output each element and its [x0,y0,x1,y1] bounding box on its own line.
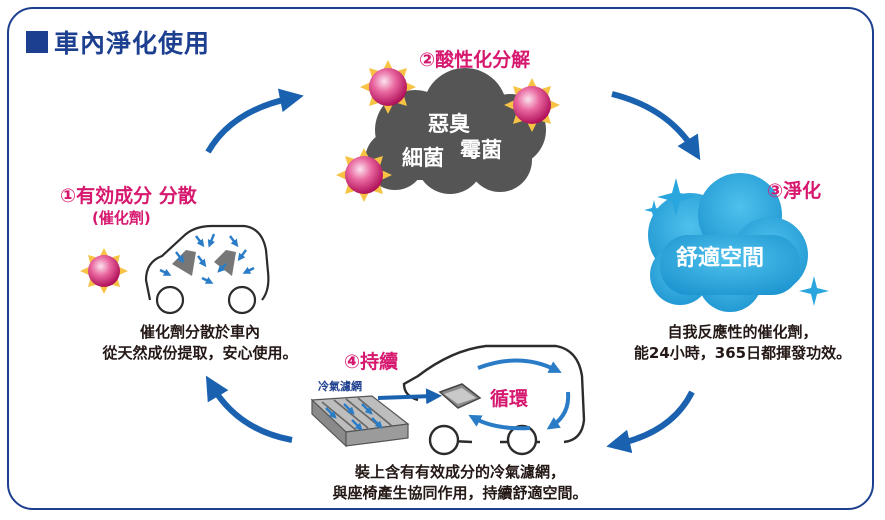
car-left-airflow [159,233,255,284]
sparkle-icon [644,178,829,306]
smell-cloud-mold: 霉菌 [460,138,502,162]
car-left-icon [144,224,270,315]
catalyst-ball-icon-c [336,148,392,202]
clean-cloud-text: 舒適空間 [676,246,765,271]
description-bottom-line-1: 裝上含有有效成分的冷氣濾網， [354,463,565,481]
title-square-icon [26,31,48,53]
clean-air-cloud-icon [648,173,808,312]
description-right-line-2: 能24小時，365日都揮發功效。 [633,344,852,362]
description-bottom: 裝上含有有效成分的冷氣濾網， 與座椅產生協同作用，持續舒適空間。 [300,462,620,504]
step-2-label: ②酸性化分解 [419,49,531,71]
diagram-frame [7,7,874,510]
description-left: 催化劑分散於車內 從天然成份提取，安心使用。 [70,322,330,364]
cycle-arrow-4 [205,375,293,443]
filter-vent-icon [438,383,482,409]
description-left-line-2: 從天然成份提取，安心使用。 [102,344,298,362]
step-4-label: ④持續 [344,351,399,373]
catalyst-ball-icon-a [360,60,416,114]
title-text: 車內淨化使用 [54,29,211,58]
car-right-icon [402,344,586,456]
filter-label: 冷氣濾網 [318,380,362,393]
circulation-label: 循環 [490,388,529,410]
filter-airflow [325,403,383,431]
cycle-arrow-1 [205,88,304,154]
filter-to-car-arrow [377,388,442,405]
description-left-line-1: 催化劑分散於車內 [139,323,260,341]
step-1-sublabel: (催化劑) [92,209,151,227]
catalyst-ball-icon-b [504,78,560,132]
catalyst-ball-icon-d [80,248,128,294]
smell-cloud-line1: 惡臭 [428,112,470,136]
air-filter-icon [310,395,410,448]
description-right: 自我反應性的催化劑， 能24小時，365日都揮發功效。 [615,322,870,364]
description-bottom-line-2: 與座椅產生協同作用，持續舒適空間。 [332,484,588,502]
circulation-arrows [468,358,571,431]
step-3-label: ③淨化 [767,180,822,202]
description-right-line-1: 自我反應性的催化劑， [667,323,818,341]
smell-cloud-bacteria: 細菌 [402,146,444,170]
cycle-arrow-2 [611,91,701,161]
step-1-label: ①有効成分 分散 [60,185,197,207]
smell-cloud-icon [365,68,546,194]
page-title: 車內淨化使用 [26,24,210,60]
cycle-arrow-3 [606,390,695,454]
